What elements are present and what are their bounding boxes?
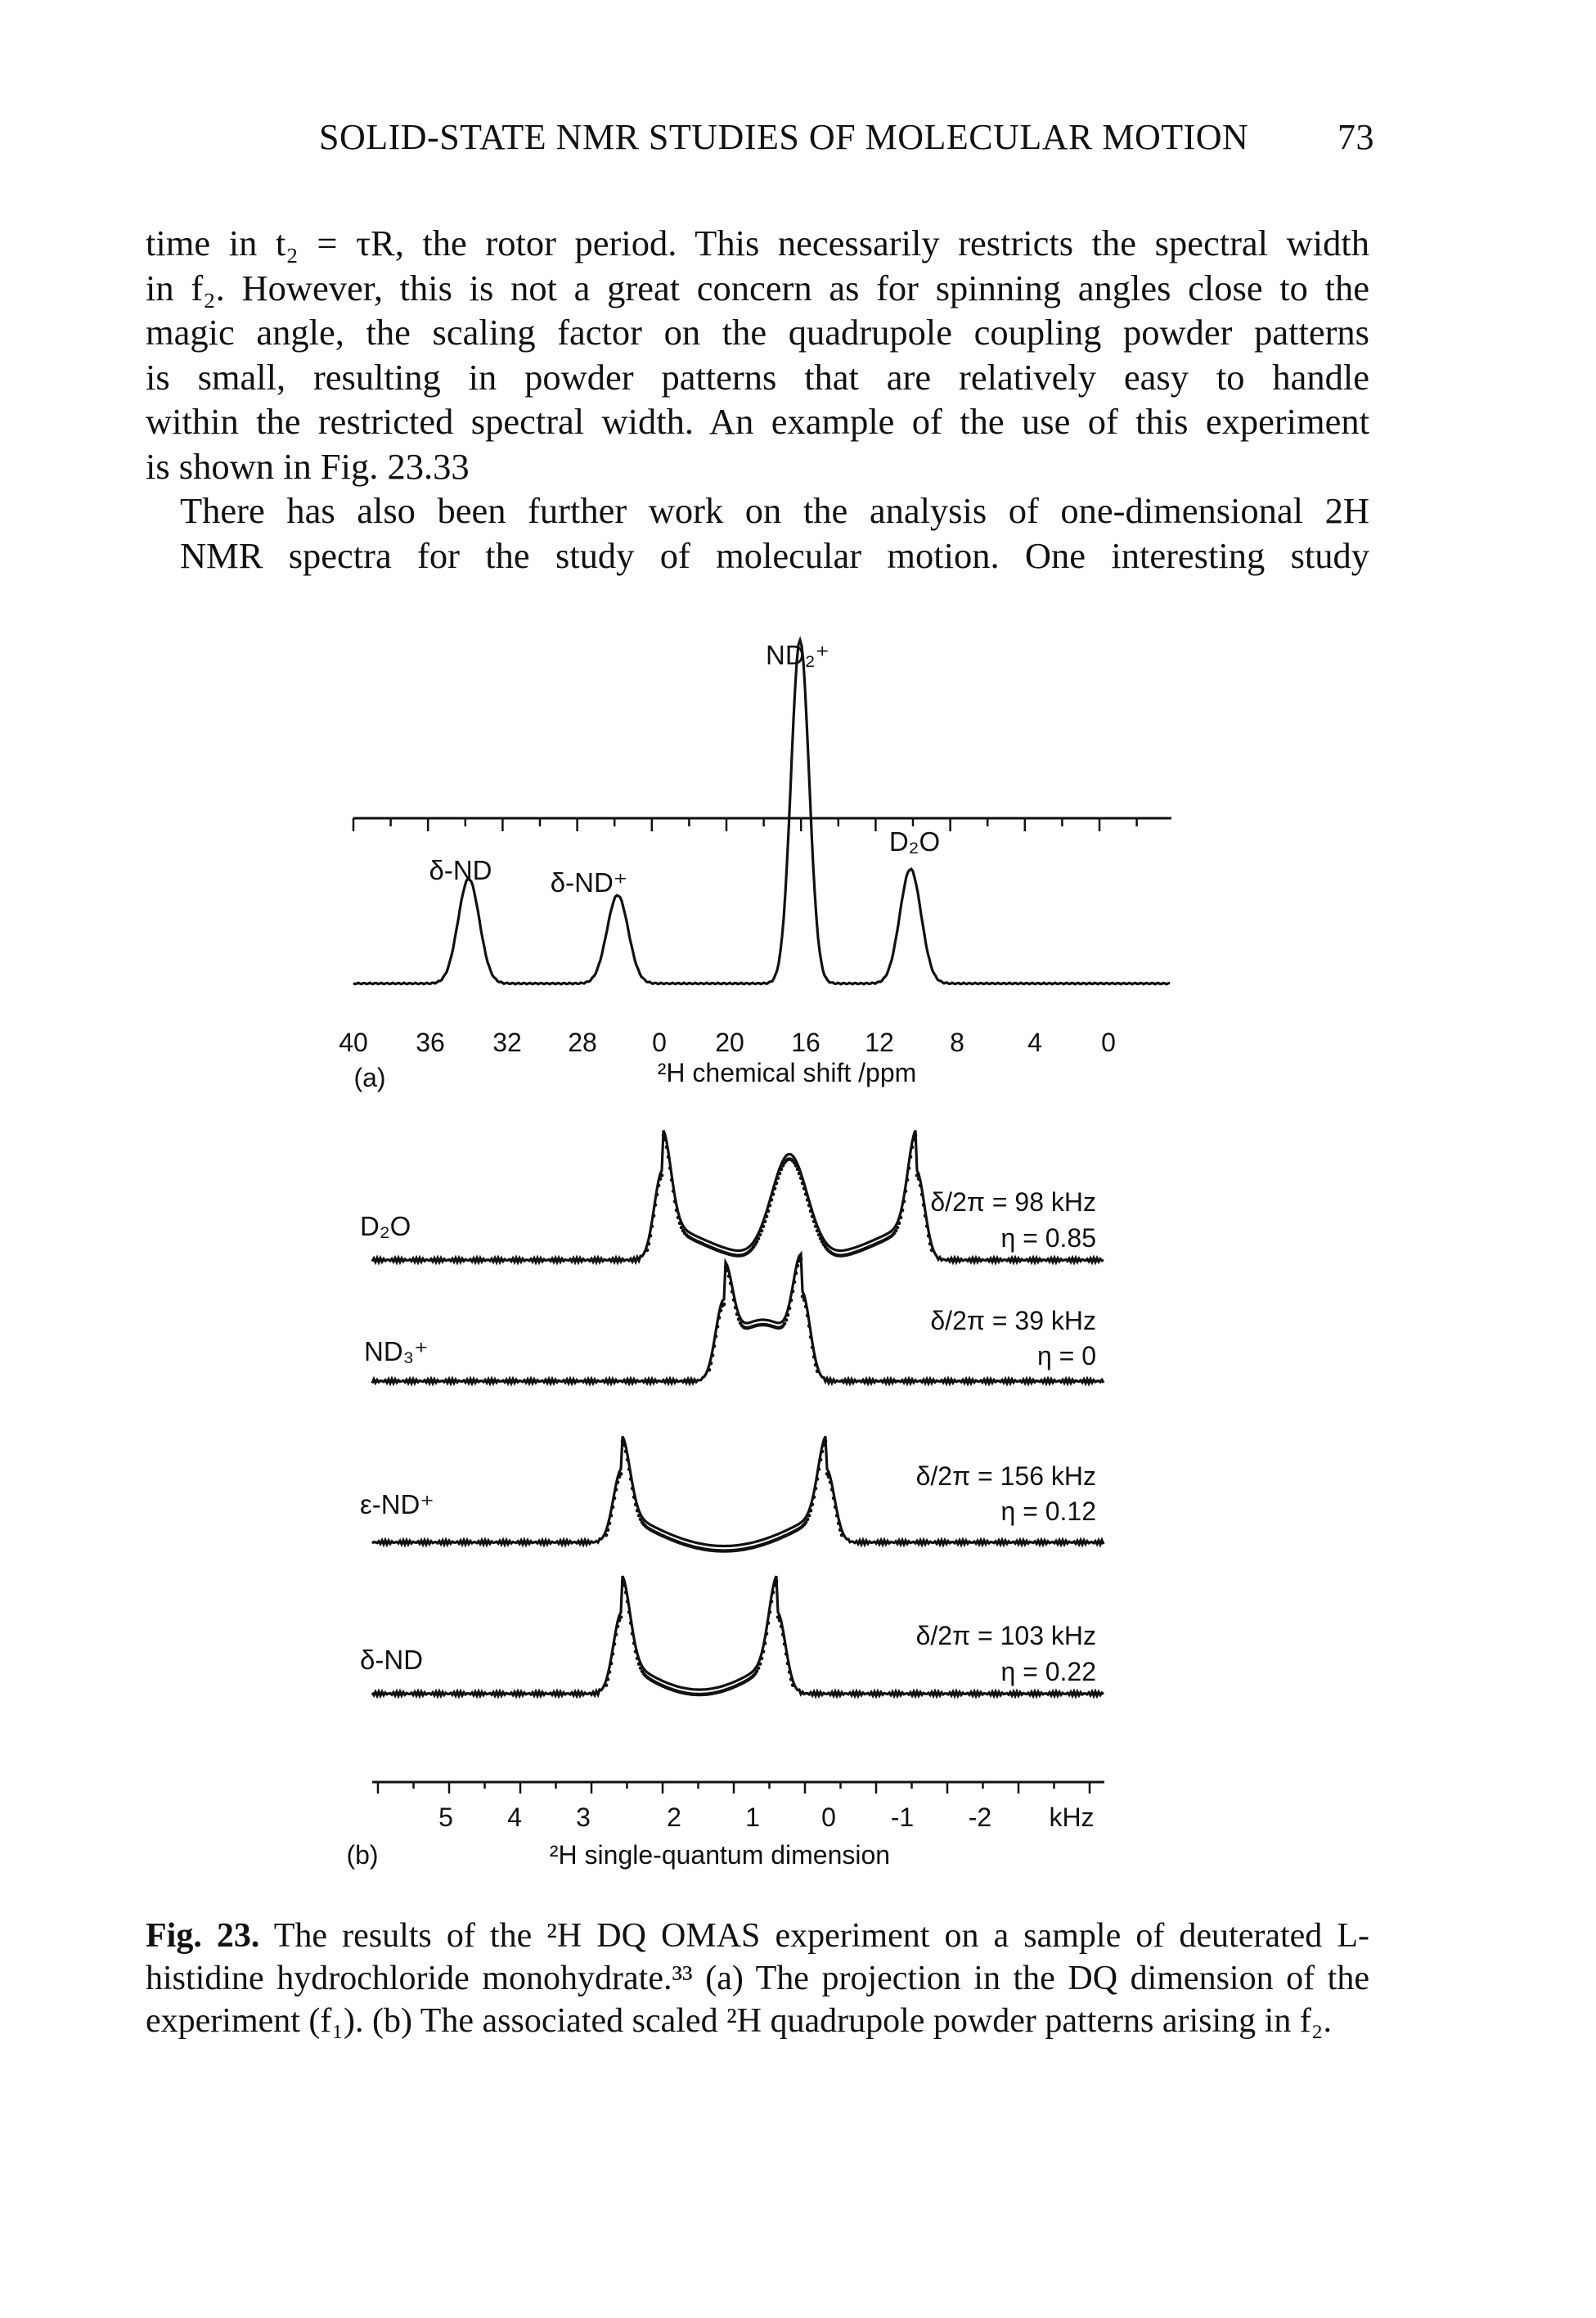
eta-label-d2o: η = 0.85: [1000, 1223, 1096, 1253]
body-text: time in t₂ = τR, the rotor period. This …: [146, 221, 1369, 578]
panel-b-tick-label: 3: [576, 1803, 591, 1832]
caption-text: The results of the ²H DQ OMAS experiment…: [146, 1917, 1369, 2040]
spectrum-name-d2o: D₂O: [360, 1211, 411, 1241]
peak-label-delta-ndplus: δ-ND⁺: [551, 867, 627, 898]
panel-a-tick-label: 20: [715, 1028, 744, 1057]
peak-label-d2o: D₂O: [889, 826, 940, 857]
coupling-label-epsilon-ndplus: δ/2π = 156 kHz: [916, 1461, 1096, 1491]
powder-pattern-trace: [371, 1435, 1105, 1548]
coupling-label-nd3plus: δ/2π = 39 kHz: [930, 1306, 1096, 1335]
panel-a-tick-label: 32: [492, 1028, 522, 1057]
panel-a-tick-label: 8: [950, 1028, 964, 1057]
body-line: NMR spectra for the study of molecular m…: [180, 534, 1369, 576]
panel-b-ticks: [376, 1782, 1091, 1794]
panel-a-tick-label: 16: [791, 1028, 820, 1057]
eta-label-epsilon-ndplus: η = 0.12: [1000, 1497, 1096, 1526]
panel-b-tick-label: 0: [821, 1803, 836, 1832]
coupling-label-d2o: δ/2π = 98 kHz: [930, 1187, 1096, 1217]
panel-a-tick-label: 4: [1027, 1028, 1042, 1057]
body-line: magic angle, the scaling factor on the q…: [146, 312, 1369, 353]
running-head-title: SOLID-STATE NMR STUDIES OF MOLECULAR MOT…: [319, 117, 1249, 157]
figure-caption: Fig. 23. The results of the ²H DQ OMAS e…: [146, 1915, 1369, 2042]
panel-a: δ-ND δ-ND⁺ ND₂⁺ D₂O 40 36 32 28 0 20 16 …: [339, 636, 1171, 1092]
dq-projection-trace: [353, 636, 1171, 986]
coupling-label-delta-nd: δ/2π = 103 kHz: [916, 1621, 1096, 1650]
body-line: in f₂. However, this is not a great conc…: [146, 267, 1369, 308]
body-line: time in t₂ = τR, the rotor period. This …: [146, 223, 1369, 263]
panel-b-tick-label: 4: [507, 1803, 522, 1832]
caption-figure-label: Fig. 23.: [146, 1917, 260, 1955]
peak-label-nd2plus: ND₂⁺: [766, 640, 829, 670]
powder-pattern-simulation: [707, 1257, 820, 1374]
powder-pattern-trace: [371, 1250, 1105, 1387]
panel-a-tick-label: 36: [416, 1028, 445, 1057]
panel-b-axis-label: ²H single-quantum dimension: [550, 1840, 890, 1870]
panel-a-ticks: [352, 818, 1138, 831]
panel-b-label: (b): [346, 1840, 378, 1870]
spectrum-name-delta-nd: δ-ND: [360, 1645, 423, 1675]
panel-b-tick-label: 5: [438, 1803, 453, 1832]
panel-a-tick-label: 12: [865, 1028, 894, 1057]
powder-pattern-simulation: [604, 1578, 795, 1697]
panel-b-tick-label: -2: [969, 1803, 991, 1832]
panel-b: D₂O δ/2π = 98 kHz η = 0.85 ND₃⁺ δ/2π = 3…: [346, 1130, 1105, 1870]
powder-pattern-trace: [371, 1130, 1104, 1266]
body-line: is small, resulting in powder patterns t…: [146, 356, 1369, 398]
panel-a-tick-label: 40: [339, 1028, 368, 1057]
panel-a-tick-label: 28: [568, 1028, 597, 1057]
panel-a-tick-label: 0: [652, 1028, 667, 1057]
panel-b-tick-label: -1: [891, 1803, 914, 1832]
spectrum-name-nd3plus: ND₃⁺: [364, 1336, 429, 1366]
paragraph-2: There has also been further work on the …: [146, 488, 1369, 578]
panel-a-tick-label: 0: [1101, 1028, 1116, 1057]
powder-pattern-trace: [371, 1575, 1104, 1699]
body-line: is shown in Fig. 23.33: [146, 445, 470, 487]
panel-a-axis-label: ²H chemical shift /ppm: [658, 1058, 917, 1087]
eta-label-nd3plus: η = 0: [1037, 1341, 1096, 1371]
panel-b-tick-label: 1: [745, 1803, 760, 1832]
body-line: within the restricted spectral width. An…: [146, 401, 1369, 442]
paragraph-1: time in t₂ = τR, the rotor period. This …: [146, 221, 1369, 488]
spectrum-name-epsilon-ndplus: ε-ND⁺: [360, 1489, 434, 1519]
powder-pattern-simulation: [645, 1133, 934, 1258]
panel-b-unit-label: kHz: [1049, 1803, 1094, 1832]
panel-a-label: (a): [353, 1063, 385, 1092]
peak-label-delta-nd: δ-ND: [429, 855, 492, 885]
eta-label-delta-nd: η = 0.22: [1000, 1657, 1096, 1686]
page-number: 73: [1337, 117, 1374, 157]
body-line: There has also been further work on the …: [180, 490, 1369, 531]
figure-23: δ-ND δ-ND⁺ ND₂⁺ D₂O 40 36 32 28 0 20 16 …: [0, 622, 1596, 1898]
powder-pattern-simulation: [604, 1439, 844, 1553]
figure-svg: δ-ND δ-ND⁺ ND₂⁺ D₂O 40 36 32 28 0 20 16 …: [339, 636, 1171, 1870]
panel-b-tick-label: 2: [667, 1803, 681, 1832]
